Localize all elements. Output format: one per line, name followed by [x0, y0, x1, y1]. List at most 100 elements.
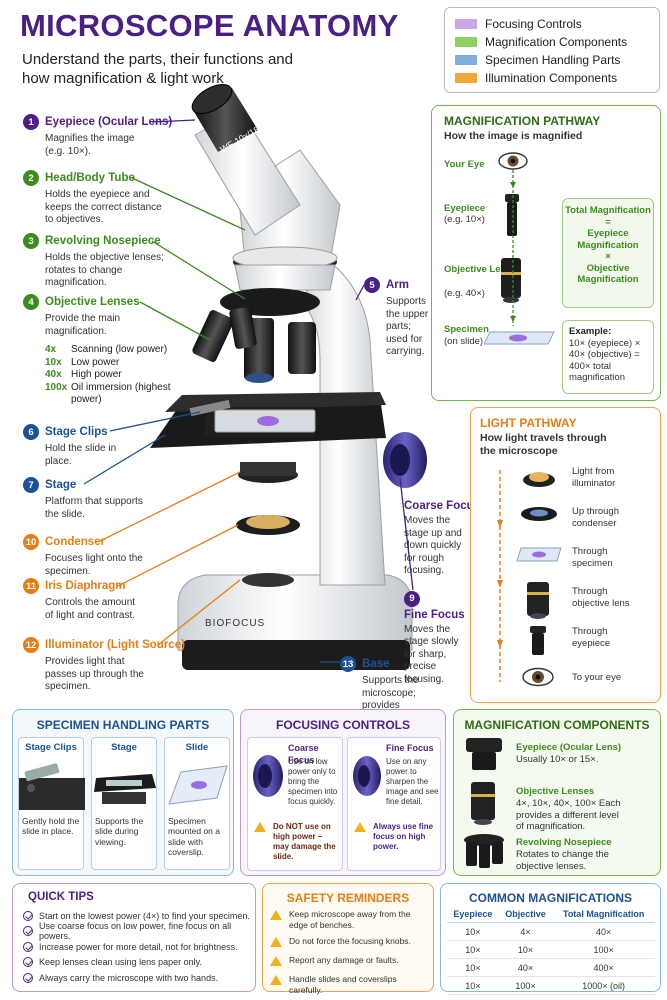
stage-clips-image [19, 762, 85, 810]
leader-line [117, 524, 239, 587]
warning-icon [270, 910, 282, 920]
panel-title: QUICK TIPS [28, 891, 94, 903]
example-box: Example: 10× (eyepiece) × 40× (objective… [562, 320, 654, 394]
common-magnifications-panel: COMMON MAGNIFICATIONS Eyepiece Objective… [440, 883, 661, 995]
brand-text: BIOFOCUS [205, 618, 265, 629]
pathway-arrow [510, 170, 516, 326]
panel-title: MAGNIFICATION PATHWAY [444, 114, 601, 128]
light-step: To your eye [572, 672, 622, 683]
tips-list: Start on the lowest power (4×) to find y… [23, 908, 253, 986]
legend-swatch [455, 73, 477, 83]
card-fine-focus: Fine Focus Use on any power to sharpen t… [347, 737, 441, 871]
quick-tips-panel: QUICK TIPS Start on the lowest power (4×… [12, 883, 256, 992]
objective-icon [527, 582, 549, 619]
table-row: 10×100×1000× (oil) [447, 976, 655, 995]
light-step: Light from illuminator [572, 466, 616, 489]
formula-box: Total Magnification = Eyepiece Magnifica… [562, 198, 654, 308]
table-header-row: Eyepiece Objective Total Magnification [447, 906, 655, 923]
legend-swatch [455, 37, 477, 47]
magnification-components-panel: MAGNIFICATION COMPONENTS Eyepiece (Ocula… [453, 709, 661, 876]
magnification-table: Eyepiece Objective Total Magnification 1… [447, 906, 655, 995]
card-stage-clips: Stage Clips Gently hold the slide in pla… [18, 737, 85, 870]
warning-icon [270, 937, 282, 947]
legend-item: Focusing Controls [455, 15, 649, 33]
safety-reminders-panel: SAFETY REMINDERS Keep microscope away fr… [262, 883, 434, 995]
legend: Focusing Controls Magnification Componen… [444, 7, 660, 93]
eye-icon [522, 667, 554, 687]
panel-subtitle: How light travels through the microscope [480, 432, 607, 457]
step-label: Specimen [444, 324, 489, 335]
eyepiece-small-icon [530, 626, 546, 655]
panel-title: MAGNIFICATION COMPONENTS [464, 718, 650, 732]
check-icon [23, 972, 33, 983]
fine-focus-number: 9 [404, 590, 420, 607]
legend-item: Magnification Components [455, 33, 649, 51]
panel-title: LIGHT PATHWAY [480, 416, 577, 430]
legend-item: Illumination Components [455, 69, 649, 87]
page-subtitle: Understand the parts, their functions an… [22, 51, 293, 87]
page-title: MICROSCOPE ANATOMY [20, 8, 399, 43]
leader-line [157, 579, 241, 646]
step-label: Objective Lens [444, 264, 512, 275]
coarse-knob-image [253, 755, 283, 797]
objective-lens-icon [501, 258, 521, 303]
part-coarse-focus: Coarse Focus Moves the stage up and down… [404, 500, 481, 576]
legend-swatch [455, 55, 477, 65]
leader-line [355, 284, 365, 301]
condenser-icon [521, 507, 557, 521]
check-icon [23, 910, 33, 921]
panel-title: FOCUSING CONTROLS [276, 718, 410, 732]
light-arrow [497, 470, 503, 682]
panel-title: SAFETY REMINDERS [286, 891, 410, 905]
objective-component-image [471, 782, 495, 825]
step-label: Your Eye [444, 159, 485, 170]
check-icon [23, 926, 33, 937]
card-slide: Slide Specimen mounted on a slide with c… [164, 737, 230, 870]
leader-line [131, 177, 246, 231]
fine-warning: Always use fine focus on high power. [354, 822, 435, 852]
panel-title: SPECIMEN HANDLING PARTS [36, 718, 210, 732]
check-icon [23, 957, 33, 968]
stage-image [94, 773, 156, 804]
specimen-slide-icon [516, 547, 562, 562]
focusing-controls-panel: FOCUSING CONTROLS Coarse Focus Use on lo… [240, 709, 446, 876]
part-fine-focus: 9 Fine Focus Moves the stage slowly for … [404, 588, 479, 686]
eyepiece-icon [505, 194, 519, 236]
list-item: Handle slides and coverslips carefully. [270, 974, 430, 995]
warning-icon [270, 956, 282, 966]
safety-list: Keep microscope away from the edge of be… [270, 909, 430, 995]
slide-icon [484, 331, 555, 345]
warning-icon [270, 975, 282, 985]
leader-line [151, 119, 196, 123]
list-item: Report any damage or faults. [270, 955, 430, 966]
list-item: Do not force the focusing knobs. [270, 936, 430, 947]
slide-image [168, 764, 228, 805]
legend-swatch [455, 19, 477, 29]
light-step: Through specimen [572, 546, 613, 569]
coarse-warning: Do NOT use on high power – may damage th… [254, 822, 337, 862]
table-row: 10×4×40× [447, 922, 655, 941]
table-row: 10×10×100× [447, 940, 655, 959]
panel-subtitle: How the image is magnified [444, 130, 583, 142]
card-stage: Stage Supports the slide during viewing. [91, 737, 157, 870]
illuminator-icon [523, 472, 555, 487]
leader-line [83, 434, 166, 485]
nosepiece-component-image [464, 834, 504, 868]
list-item: Increase power for more detail, not for … [23, 939, 253, 955]
eye-icon [498, 152, 528, 170]
warning-icon [254, 822, 266, 832]
light-step: Through objective lens [572, 586, 630, 609]
